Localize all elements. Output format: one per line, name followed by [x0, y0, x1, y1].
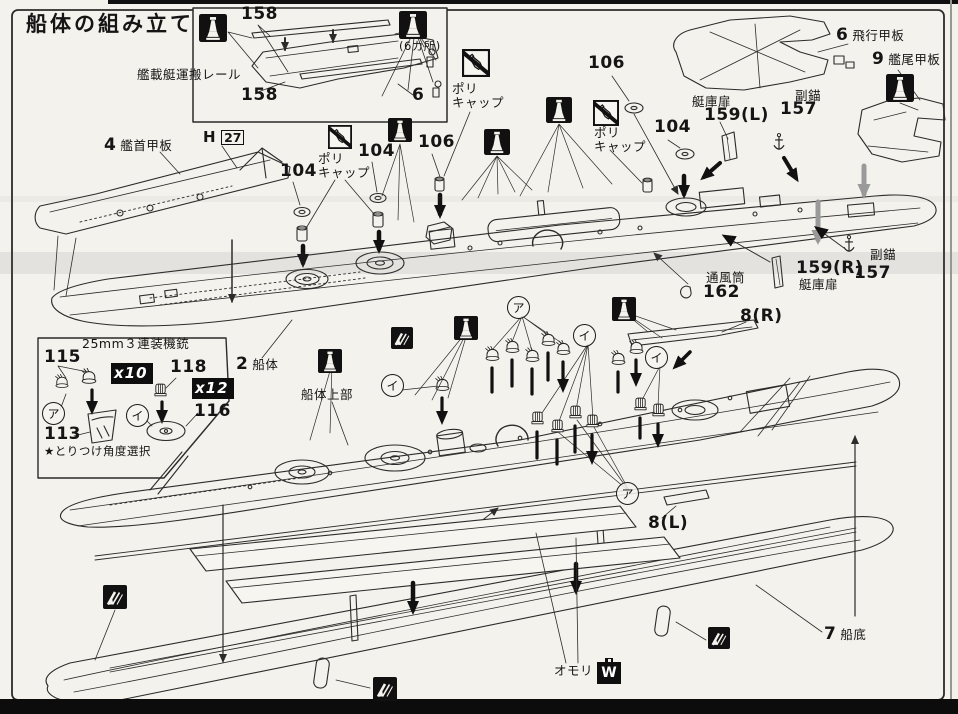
- part-label-flight-deck: 6 飛行甲板: [836, 25, 905, 45]
- label-hatch-door-left: 艇庫扉: [692, 94, 732, 109]
- label-hull-upper: 船体上部: [301, 387, 354, 402]
- label-ventilator: 通風筒: [706, 270, 746, 285]
- part-label-hull-bottom: 7 船底: [824, 624, 867, 644]
- label-aux-anchor-b: 副錨: [870, 247, 897, 262]
- label-polycap-b: ポリキャップ: [318, 151, 371, 181]
- page-right-edge: [950, 0, 952, 714]
- part-number-118: 118: [170, 357, 207, 377]
- cement-icon: [546, 97, 572, 123]
- part-number-6-inset: 6: [412, 85, 425, 105]
- part-number-159L: 159(L): [704, 105, 769, 125]
- label-25mm-gun: 25mm３連装機銃: [82, 336, 190, 351]
- cement-icon: [454, 316, 478, 340]
- paint-flag-icon: [373, 677, 397, 701]
- marker-circle-i-deck3: イ: [645, 346, 668, 369]
- part-number-104-a: 104: [280, 161, 317, 181]
- weight-icon: W: [597, 658, 621, 684]
- next-panel-edge: [0, 699, 958, 714]
- part-number-113: 113: [44, 424, 81, 444]
- multiplier-x12: x12: [192, 378, 234, 399]
- cement-icon: [399, 11, 427, 39]
- part-number-157-b: 157: [854, 263, 891, 283]
- marker-circle-a-deck2: ア: [616, 482, 639, 505]
- part-number-157-a: 157: [780, 99, 817, 119]
- part-label-stern-deck: 9 艦尾甲板: [872, 49, 941, 69]
- label-polycap-a: ポリキャップ: [452, 81, 505, 111]
- label-weight: オモリ: [554, 663, 594, 678]
- no-cement-icon: [593, 100, 619, 126]
- cement-icon: [886, 74, 914, 102]
- part-number-106-b: 106: [418, 132, 455, 152]
- page-top-edge: [108, 0, 958, 4]
- note-6-places: (6カ所): [399, 39, 441, 53]
- part-number-116: 116: [194, 401, 231, 421]
- paint-flag-icon: [103, 585, 127, 609]
- note-mounting-angle: ★とりつけ角度選択: [44, 444, 151, 458]
- multiplier-x10: x10: [111, 363, 153, 384]
- cement-icon: [388, 118, 412, 142]
- part-number-158-bottom: 158: [241, 85, 278, 105]
- marker-circle-i-deck1: イ: [381, 374, 404, 397]
- part-number-8L: 8(L): [648, 513, 689, 533]
- cement-icon: [484, 129, 510, 155]
- step-title: 船体の組み立て: [26, 12, 194, 36]
- paint-flag-icon: [708, 627, 730, 649]
- runner-gate-H27: H 27: [203, 129, 245, 146]
- part-label-bow-deck: 4 艦首甲板: [104, 135, 173, 155]
- label-hatch-door-right: 艇庫扉: [799, 277, 839, 292]
- cement-icon: [318, 349, 342, 373]
- marker-circle-i-deck2: イ: [573, 324, 596, 347]
- marker-circle-a-deck1: ア: [507, 296, 530, 319]
- marker-circle-i-box: イ: [126, 404, 149, 427]
- part-number-159R: 159(R): [796, 258, 864, 278]
- part-label-hull: 2 船体: [236, 354, 279, 374]
- part-number-8R: 8(R): [740, 306, 783, 326]
- part-number-104-b: 104: [358, 141, 395, 161]
- no-cement-icon: [462, 49, 490, 77]
- part-number-106-a: 106: [588, 53, 625, 73]
- part-number-104-c: 104: [654, 117, 691, 137]
- paint-flag-icon: [391, 327, 413, 349]
- part-number-162: 162: [703, 282, 740, 302]
- part-number-115: 115: [44, 347, 81, 367]
- cement-icon: [199, 14, 227, 42]
- label-rail: 艦載艇運搬レール: [137, 67, 242, 82]
- part-number-158-top: 158: [241, 4, 278, 24]
- no-cement-icon: [328, 125, 352, 149]
- label-aux-anchor-a: 副錨: [795, 88, 822, 103]
- marker-circle-a-box: ア: [42, 402, 65, 425]
- cement-icon: [612, 297, 636, 321]
- label-polycap-c: ポリキャップ: [594, 125, 647, 155]
